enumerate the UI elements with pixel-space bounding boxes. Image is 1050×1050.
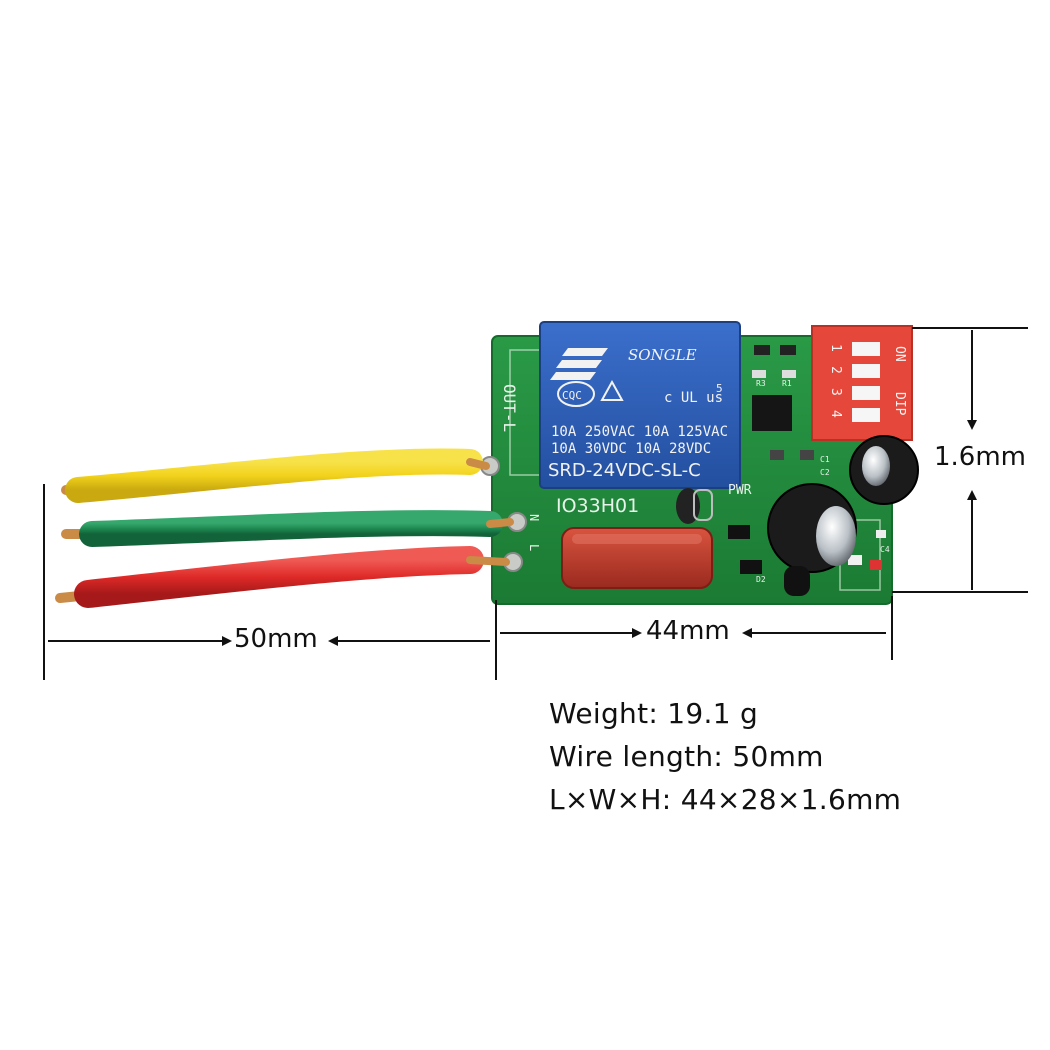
spec-size-label: L×W×H:	[549, 783, 672, 816]
relay-rating-line1: 10A 250VAC 10A 125VAC	[551, 424, 728, 440]
dip-on-label: ON	[892, 346, 907, 362]
dip-switch: 1 2 3 4 ON DIP	[811, 325, 913, 441]
diode	[784, 566, 810, 596]
spec-wire-length-label: Wire length:	[549, 740, 724, 773]
board-ref-c2: C2	[820, 468, 830, 477]
dimension-lines	[43, 327, 1028, 680]
board-ref-c4: C4	[880, 545, 890, 554]
dip-label: DIP	[892, 392, 907, 416]
electrolytic-capacitor-small	[849, 435, 919, 505]
spec-wire-length: Wire length: 50mm	[549, 740, 824, 773]
spec-weight: Weight: 19.1 g	[549, 697, 758, 730]
relay-model: SRD-24VDC-SL-C	[548, 460, 701, 481]
spec-weight-label: Weight:	[549, 697, 659, 730]
board-ref-r3: R3	[756, 379, 766, 388]
board-pwr-label: PWR	[728, 483, 752, 498]
board-out-label: OUT-L	[500, 384, 519, 432]
board-l-label: L	[527, 544, 541, 551]
spec-size: L×W×H: 44×28×1.6mm	[549, 783, 901, 816]
relay-cert-ul: c UL us	[664, 390, 723, 406]
wire-green	[61, 510, 514, 547]
board-ref-d2: D2	[756, 575, 766, 584]
relay-rating-line2: 10A 30VDC 10A 28VDC	[551, 441, 711, 457]
spec-wire-length-value: 50mm	[732, 740, 824, 773]
height-dimension-label: 1.6mm	[932, 442, 1029, 472]
wire-length-dimension-label: 50mm	[232, 624, 320, 654]
board-part-code: IO33H01	[556, 495, 639, 517]
relay-cert-ul-sub: 5	[716, 382, 723, 395]
songle-logo	[550, 348, 608, 380]
transistor	[676, 488, 713, 524]
dip-position-2: 2	[828, 366, 843, 374]
relay: SONGLE CQC c UL us 5 10A 250VAC 10A 125V…	[539, 321, 741, 489]
dip-position-1: 1	[828, 344, 843, 352]
board-ref-r1: R1	[782, 379, 792, 388]
board-ref-c1: C1	[820, 455, 830, 464]
spec-weight-value: 19.1 g	[667, 697, 759, 730]
arrowheads	[222, 420, 977, 646]
warning-triangle-icon	[600, 379, 624, 401]
x2-capacitor	[561, 527, 713, 589]
relay-cert-cqc: CQC	[562, 389, 582, 402]
wire-red	[55, 546, 510, 608]
wire-yellow	[61, 448, 490, 503]
relay-brand: SONGLE	[628, 346, 697, 364]
spec-size-value: 44×28×1.6mm	[680, 783, 902, 816]
board-length-dimension-label: 44mm	[644, 616, 732, 646]
cqc-mark-icon	[557, 381, 595, 407]
dip-position-3: 3	[828, 388, 843, 396]
electrolytic-capacitor-large	[767, 483, 857, 573]
board-n-label: N	[527, 514, 541, 521]
dip-position-4: 4	[828, 410, 843, 418]
